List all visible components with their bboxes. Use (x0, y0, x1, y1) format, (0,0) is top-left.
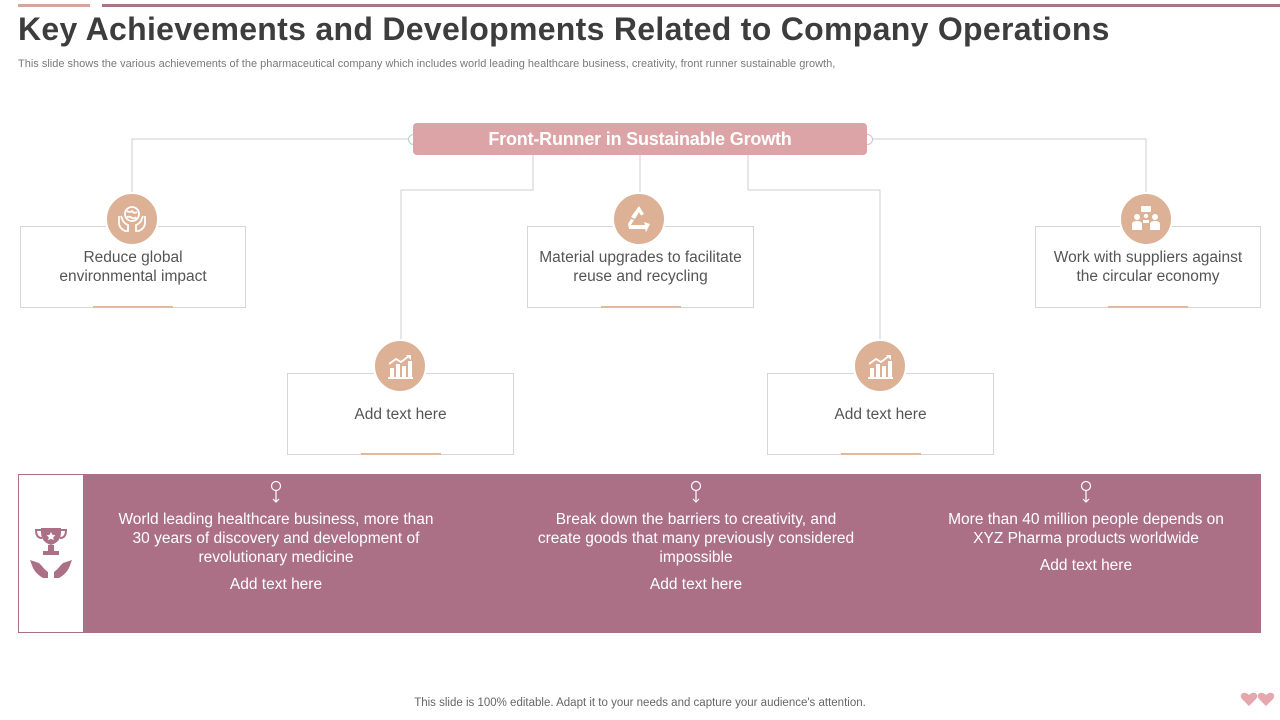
top-accent-bar (18, 4, 1280, 7)
band-column-2-text: Break down the barriers to creativity, a… (537, 511, 855, 566)
header-pill: Front-Runner in Sustainable Growth (413, 123, 867, 155)
band-column-3: More than 40 million people depends on X… (926, 510, 1246, 575)
box-reduce-impact-label: Reduce global environmental impact (59, 249, 207, 285)
band-column-2-add: Add text here (649, 576, 743, 593)
recycle-icon (612, 192, 666, 246)
bar-chart-icon (373, 339, 427, 393)
band-column-1-add: Add text here (229, 576, 323, 593)
box-add-text-right-label: Add text here (834, 405, 927, 423)
bar-chart-icon (853, 339, 907, 393)
box-material-upgrades-label: Material upgrades to facilitate reuse an… (539, 249, 742, 285)
trophy-hands-icon (18, 474, 84, 633)
box-add-text-left-label: Add text here (354, 405, 447, 423)
slide-title: Key Achievements and Developments Relate… (18, 11, 1110, 47)
globe-hands-icon (105, 192, 159, 246)
band-column-2: Break down the barriers to creativity, a… (536, 510, 856, 594)
slide-subtitle: This slide shows the various achievement… (18, 58, 836, 70)
people-meeting-icon (1119, 192, 1173, 246)
band-column-1-text: World leading healthcare business, more … (118, 511, 434, 566)
footer-note: This slide is 100% editable. Adapt it to… (414, 697, 866, 709)
band-column-1: World leading healthcare business, more … (116, 510, 436, 594)
hearts-logo-icon (1240, 692, 1275, 706)
band-column-3-text: More than 40 million people depends on X… (948, 511, 1224, 547)
box-suppliers-label: Work with suppliers against the circular… (1053, 249, 1243, 285)
band-column-3-add: Add text here (1039, 557, 1133, 574)
achievements-band (84, 474, 1261, 633)
